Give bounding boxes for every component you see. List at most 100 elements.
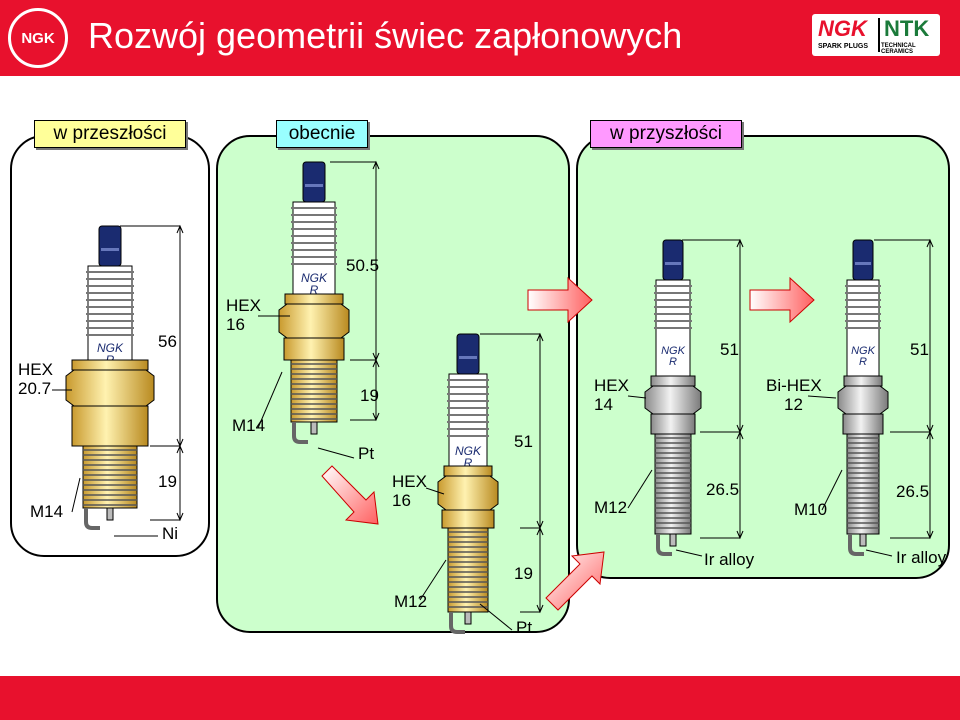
ground-electrode — [848, 534, 864, 556]
footer-bar — [0, 676, 960, 720]
arrow-right-icon — [527, 276, 593, 324]
leader-line — [821, 469, 843, 511]
future2-thread-label: M10 — [794, 500, 828, 519]
dimension-line — [520, 527, 541, 613]
shell — [71, 405, 149, 447]
plug-logo-mark: R — [310, 283, 319, 297]
leader-line — [257, 371, 283, 429]
brand-divider — [878, 18, 880, 52]
plug-logo-mark: R — [464, 456, 473, 470]
dimension-line — [700, 431, 741, 539]
tag-present: obecnie — [276, 120, 368, 148]
future2-thread-length-label: 26.5 — [896, 482, 930, 501]
ngk-logo-badge: NGK — [8, 8, 68, 68]
arrow-up-right-icon — [545, 551, 605, 611]
hex-body — [437, 475, 499, 511]
future1-thread-length-label: 26.5 — [706, 480, 740, 499]
insulator — [292, 201, 336, 307]
thread — [82, 445, 138, 509]
present1-electrode-label: Pt — [358, 444, 375, 463]
insulator — [448, 373, 488, 479]
ngk-ntk-logo: NGK NTK SPARK PLUGS TECHNICAL CERAMICS — [812, 14, 940, 56]
present1-thread-label: M14 — [232, 416, 266, 435]
terminal-nut — [852, 239, 874, 281]
ground-electrode — [84, 508, 100, 530]
center-electrode — [464, 611, 472, 625]
brand-ngk-subtitle: SPARK PLUGS — [818, 43, 869, 50]
panel-present — [216, 135, 570, 633]
leader-line — [419, 559, 447, 601]
insulator — [87, 265, 133, 373]
plug-logo: NGK — [301, 271, 328, 285]
thread — [654, 433, 692, 535]
brand-ntk-subtitle: TECHNICAL CERAMICS — [881, 43, 916, 55]
past-electrode-label: Ni — [162, 524, 179, 543]
present2-electrode-label: Pt — [516, 618, 533, 637]
tag-future: w przyszłości — [590, 120, 742, 148]
ground-electrode — [449, 612, 465, 634]
present1-length-label: 50.5 — [346, 256, 380, 275]
dimension-line — [890, 431, 931, 539]
terminal-nut — [302, 161, 326, 203]
insulator — [655, 279, 691, 389]
arrow-right-icon — [749, 276, 815, 324]
plug-logo: NGK — [661, 345, 686, 357]
shell — [283, 337, 345, 361]
panel-future — [576, 135, 950, 579]
past-length-label: 56 — [158, 332, 177, 351]
present2-thread-label: M12 — [394, 592, 428, 611]
terminal-nut — [456, 333, 480, 375]
present2-length-label: 51 — [514, 432, 533, 451]
future1-thread-label: M12 — [594, 498, 628, 517]
leader-line — [627, 395, 647, 399]
ground-electrode — [292, 422, 308, 444]
past-thread-length-label: 19 — [158, 472, 177, 491]
insulator — [846, 279, 880, 389]
hex-body — [644, 385, 702, 415]
past-thread-label: M14 — [30, 502, 64, 521]
shell — [441, 509, 495, 529]
leader-line — [71, 477, 81, 513]
leader-line — [807, 395, 837, 399]
leader-line — [479, 603, 513, 631]
thread — [846, 433, 880, 535]
brand-ngk: NGK — [818, 16, 867, 41]
hex-body — [65, 369, 155, 407]
center-electrode — [310, 421, 318, 435]
center-electrode — [669, 533, 677, 547]
leader-line — [865, 549, 893, 557]
leader-line — [627, 469, 653, 509]
plug-logo-mark: R — [669, 356, 677, 368]
arrow-down-right-icon — [321, 465, 379, 525]
header-bar: NGK Rozwój geometrii świec zapłonowych N… — [0, 0, 960, 76]
dimension-line — [350, 359, 377, 421]
plug-logo: NGK — [851, 345, 876, 357]
future1-length-label: 51 — [720, 340, 739, 359]
tag-past: w przeszłości — [34, 120, 186, 148]
thread — [290, 359, 338, 423]
thread — [447, 527, 489, 613]
page-title: Rozwój geometrii świec zapłonowych — [88, 15, 683, 56]
present2-thread-length-label: 19 — [514, 564, 533, 583]
present1-thread-length-label: 19 — [360, 386, 379, 405]
plug-logo: NGK — [455, 444, 482, 458]
terminal-nut — [662, 239, 684, 281]
plug-logo-mark: R — [859, 356, 867, 368]
shell — [650, 413, 696, 435]
ground-electrode — [656, 534, 672, 556]
leader-line — [425, 487, 445, 495]
center-electrode — [106, 507, 114, 521]
dimension-line — [150, 445, 181, 521]
hex-body — [278, 303, 350, 339]
terminal-nut — [98, 225, 122, 267]
center-electrode — [859, 533, 867, 547]
